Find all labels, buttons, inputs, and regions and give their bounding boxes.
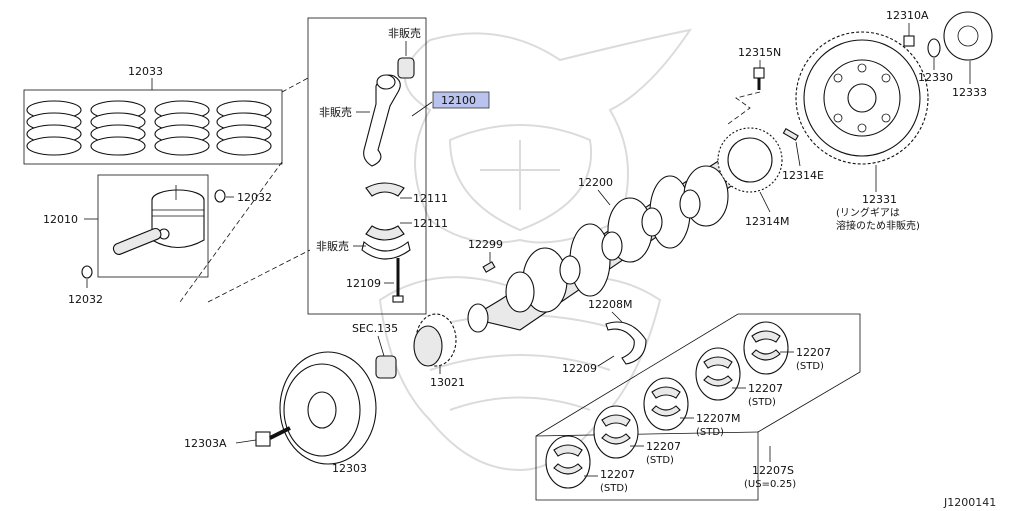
label-12109: 12109 [346,277,381,290]
crank-sprocket[interactable] [413,313,457,367]
crank-key[interactable] [482,261,496,273]
label-bearing-4-code: 12207 [646,440,681,453]
label-12209: 12209 [562,362,597,375]
label-12033: 12033 [128,65,163,78]
label-sec135: SEC.135 [352,322,398,335]
label-non-sale-3: 非販売 [316,240,349,253]
label-12314M: 12314M [745,215,789,228]
main-bearing-4[interactable] [593,405,639,459]
flywheel-bolt[interactable] [753,67,765,90]
label-12314E: 12314E [782,169,824,182]
label-12330: 12330 [918,71,953,84]
label-12032-lower: 12032 [68,293,103,306]
flywheel-drive-plate[interactable] [795,31,929,165]
label-12207S: 12207S [752,464,794,477]
diagram-code: J1200141 [943,496,996,509]
signal-plate[interactable] [717,127,783,193]
label-12032-upper: 12032 [237,191,272,204]
label-12331: 12331 [862,193,897,206]
label-12299: 12299 [468,238,503,251]
label-12310A: 12310A [886,9,929,22]
part-12100-highlight[interactable]: 12100 [432,91,490,109]
crankshaft[interactable] [467,159,741,333]
dowel-pin[interactable] [782,128,799,141]
label-bearing-2-std: (STD) [748,397,776,408]
pulley-bolt[interactable] [255,426,291,447]
label-bearing-5-code: 12207 [600,468,635,481]
main-bearing-set[interactable] [535,313,861,501]
label-12315N: 12315N [738,46,781,59]
main-bearing-1[interactable] [743,321,789,375]
label-bearing-4-std: (STD) [646,455,674,466]
connecting-rod-assembly[interactable] [307,17,427,315]
label-bearing-1-std: (STD) [796,361,824,372]
label-12331-note-1: (リングギアは [836,206,900,219]
label-12100: 12100 [441,94,476,107]
snap-ring-upper[interactable] [214,189,226,203]
plate-bolt[interactable] [903,35,915,47]
main-bearing-2[interactable] [695,347,741,401]
thrust-washer[interactable] [605,321,647,365]
crankshaft-pulley[interactable] [279,351,377,465]
piston-assembly[interactable] [97,174,209,278]
label-bearing-1-code: 12207 [796,346,831,359]
main-bearing-3[interactable] [643,377,689,431]
label-12331-note-2: 溶接のため非販売) [836,219,920,232]
reinforcement-washer[interactable] [927,38,941,58]
label-12333: 12333 [952,86,987,99]
label-12111-lower: 12111 [413,217,448,230]
label-bearing-5-std: (STD) [600,483,628,494]
reinforcement-plate[interactable] [943,11,993,61]
label-bearing-3-code: 12207M [696,412,740,425]
label-12208M: 12208M [588,298,632,311]
label-non-sale-1: 非販売 [388,27,421,40]
label-13021: 13021 [430,376,465,389]
label-12111-upper: 12111 [413,192,448,205]
label-12207S-note: (US=0.25) [744,479,796,490]
label-bearing-3-std: (STD) [696,427,724,438]
label-non-sale-2: 非販売 [319,106,352,119]
label-12200: 12200 [578,176,613,189]
label-bearing-2-code: 12207 [748,382,783,395]
label-12303A: 12303A [184,437,227,450]
label-12010: 12010 [43,213,78,226]
oil-pump-drive-collar[interactable] [375,355,397,379]
snap-ring-lower[interactable] [81,265,93,279]
main-bearing-5[interactable] [545,435,591,489]
label-12303: 12303 [332,462,367,475]
piston-ring-set[interactable] [23,89,283,165]
